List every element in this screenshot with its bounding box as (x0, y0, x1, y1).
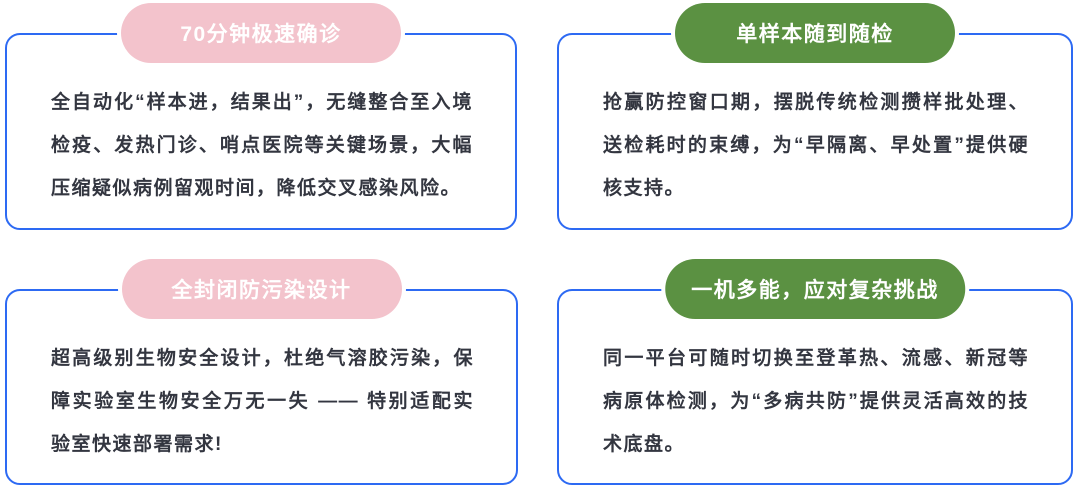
card-title: 一机多能，应对复杂挑战 (691, 279, 939, 302)
card-title-badge: 一机多能，应对复杂挑战 (665, 259, 965, 319)
card-title: 70分钟极速确诊 (180, 23, 342, 46)
card-title-badge: 全封闭防污染设计 (121, 259, 402, 319)
card-body-text: 抢赢防控窗口期，摆脱传统检测攒样批处理、送检耗时的束缚，为“早隔离、早处置”提供… (603, 92, 1029, 199)
card-single-sample-on-demand: 单样本随到随检 抢赢防控窗口期，摆脱传统检测攒样批处理、送检耗时的束缚，为“早隔… (557, 3, 1073, 230)
card-body-text: 全自动化“样本进，结果出”，无缝整合至入境检疫、发热门诊、哨点医院等关键场景，大… (51, 92, 473, 199)
card-title: 全封闭防污染设计 (171, 279, 352, 302)
card-title: 单样本随到随检 (736, 23, 894, 46)
card-body-text: 同一平台可随时切换至登革热、流感、新冠等病原体检测，为“多病共防”提供灵活高效的… (603, 348, 1029, 455)
card-rapid-diagnosis: 70分钟极速确诊 全自动化“样本进，结果出”，无缝整合至入境检疫、发热门诊、哨点… (5, 3, 517, 230)
card-body-text: 超高级别生物安全设计，杜绝气溶胶污染，保障实验室生物安全万无一失 —— 特别适配… (51, 348, 474, 455)
card-sealed-anti-contamination: 全封闭防污染设计 超高级别生物安全设计，杜绝气溶胶污染，保障实验室生物安全万无一… (5, 259, 518, 485)
card-multi-function: 一机多能，应对复杂挑战 同一平台可随时切换至登革热、流感、新冠等病原体检测，为“… (557, 259, 1073, 485)
card-title-badge: 70分钟极速确诊 (121, 3, 401, 63)
card-title-badge: 单样本随到随检 (675, 3, 955, 63)
